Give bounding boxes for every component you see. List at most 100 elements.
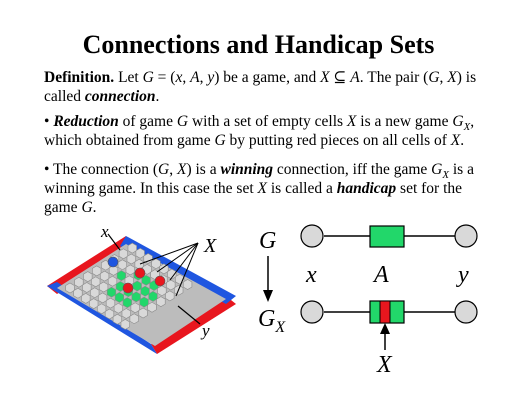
- hex-cell: [107, 275, 118, 287]
- term-reduction: Reduction: [53, 113, 119, 130]
- board-label-y: y: [200, 321, 210, 340]
- hex-cell-handicap: [148, 291, 158, 302]
- hex-cell-handicap: [141, 274, 151, 286]
- hex-cell: [175, 273, 185, 285]
- bullet: •: [44, 113, 54, 130]
- hex-cell: [113, 302, 123, 314]
- hex-cell: [156, 296, 166, 307]
- hex-cell: [125, 264, 135, 276]
- blue-border-bottom-left: [47, 282, 157, 354]
- var-X: X: [320, 69, 330, 86]
- pointer-X-4: [175, 242, 199, 297]
- text: ,: [169, 161, 177, 178]
- hex-cell: [83, 271, 93, 282]
- hex-cell: [150, 269, 160, 280]
- var-X: X: [346, 113, 357, 130]
- text: set for the game: [44, 180, 463, 216]
- handicap-arrow-head: [380, 323, 390, 334]
- var-G: G: [176, 113, 189, 130]
- text: by putting red pieces on all cells of: [225, 132, 451, 149]
- pointer-X-1: [139, 242, 199, 265]
- hex-cell: [73, 287, 83, 299]
- hex-cells: [65, 242, 193, 330]
- red-border-top-left: [47, 236, 132, 294]
- var-G: G: [452, 113, 464, 130]
- red-piece-1: [134, 267, 146, 279]
- board-label-x: x: [100, 222, 109, 241]
- var-G: G: [142, 69, 154, 86]
- pointer-X-3: [169, 242, 199, 281]
- hex-cell: [101, 259, 111, 271]
- diagram-label-X: X: [376, 352, 393, 378]
- hex-cell: [100, 270, 110, 282]
- hex-cell-handicap: [116, 270, 126, 281]
- red-piece-3: [122, 282, 134, 294]
- board-label-X: X: [203, 235, 217, 257]
- text: = (: [153, 69, 176, 86]
- var-G: G: [81, 199, 93, 216]
- red-piece-2: [154, 275, 166, 287]
- hex-cell: [129, 313, 139, 325]
- text: ,: [182, 69, 191, 86]
- hex-cell-handicap: [139, 296, 149, 308]
- reduction-arrow-head: [263, 290, 273, 302]
- var-X: X: [447, 69, 457, 86]
- pointer-y: [177, 305, 201, 325]
- hex-cell-handicap: [106, 286, 117, 298]
- text: . The pair (: [359, 69, 429, 86]
- hex-cell: [166, 279, 176, 291]
- text: is a new game: [356, 113, 453, 130]
- var-y: y: [207, 69, 215, 86]
- diagram-label-GX: GX: [258, 306, 286, 336]
- hex-cell: [147, 301, 157, 313]
- hex-cell: [174, 284, 184, 296]
- text: connection, iff the game: [273, 161, 432, 178]
- hex-cell: [90, 287, 100, 299]
- hex-cell-handicap: [132, 280, 142, 292]
- winning-paragraph: • The connection (G, X) is a winning con…: [44, 160, 484, 217]
- node-x-top: [300, 224, 324, 248]
- subscript-X: X: [463, 121, 471, 134]
- hex-cell: [109, 254, 120, 265]
- hex-cell: [89, 298, 99, 309]
- pointer-X-2: [156, 242, 199, 273]
- hex-cell-handicap: [149, 280, 159, 291]
- var-G: G: [428, 69, 440, 86]
- hex-cell: [183, 279, 193, 290]
- hex-cell: [165, 290, 175, 302]
- hex-cell: [134, 258, 144, 270]
- blue-piece: [107, 256, 119, 268]
- hex-cell: [82, 282, 92, 293]
- diagram-label-x: x: [305, 262, 317, 288]
- text: .: [155, 88, 160, 105]
- hex-cell: [121, 308, 131, 319]
- subscript-X: X: [442, 169, 449, 182]
- hex-cell: [74, 276, 84, 288]
- text: ) is a: [186, 161, 221, 178]
- hex-cell: [105, 297, 116, 309]
- text: ) be a game, and: [214, 69, 321, 86]
- diagram-label-y: y: [456, 262, 469, 288]
- diagram-label-A: A: [372, 262, 389, 288]
- hex-cell-handicap: [140, 285, 150, 297]
- var-A: A: [190, 69, 200, 86]
- hex-cell: [142, 264, 152, 275]
- connection-diagram: G x A y GX X: [258, 224, 478, 378]
- hex-cell: [98, 292, 108, 304]
- term-connection: connection: [84, 88, 156, 105]
- var-G: G: [158, 161, 170, 178]
- hex-cell: [135, 247, 145, 259]
- diagram-label-G: G: [259, 228, 276, 254]
- hex-cell-handicap: [133, 269, 143, 281]
- hex-board: x X y: [47, 222, 236, 354]
- text: ,: [439, 69, 448, 86]
- hex-cell: [108, 265, 119, 276]
- set-A-bottom: [369, 300, 405, 324]
- text: Let: [114, 69, 143, 86]
- subset-symbol: ⊆: [329, 69, 351, 86]
- hex-cell: [91, 276, 101, 288]
- hex-cell: [158, 274, 168, 286]
- node-y-top: [454, 224, 478, 248]
- hex-cell: [81, 293, 91, 304]
